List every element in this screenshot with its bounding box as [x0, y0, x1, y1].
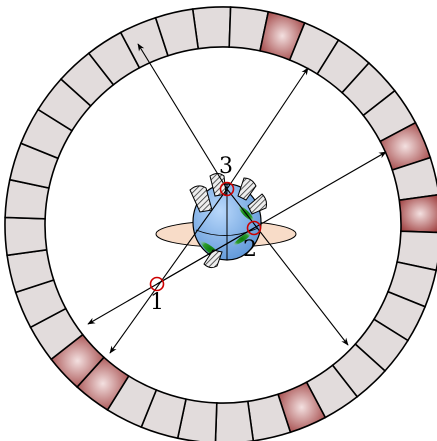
vertex-label-2: 2 [243, 237, 257, 262]
detector-segment [5, 217, 47, 255]
vertex-label-1: 1 [150, 290, 164, 315]
track-arrow [227, 189, 348, 345]
vertex-label-3: 3 [219, 154, 233, 179]
detector-segment [193, 7, 231, 49]
track-arrow [254, 152, 386, 228]
track-arrow [110, 189, 227, 353]
track-arrow [227, 68, 308, 189]
detector-segment-hit [399, 195, 437, 233]
track-arrow [138, 44, 227, 189]
detector-segment [215, 401, 253, 441]
